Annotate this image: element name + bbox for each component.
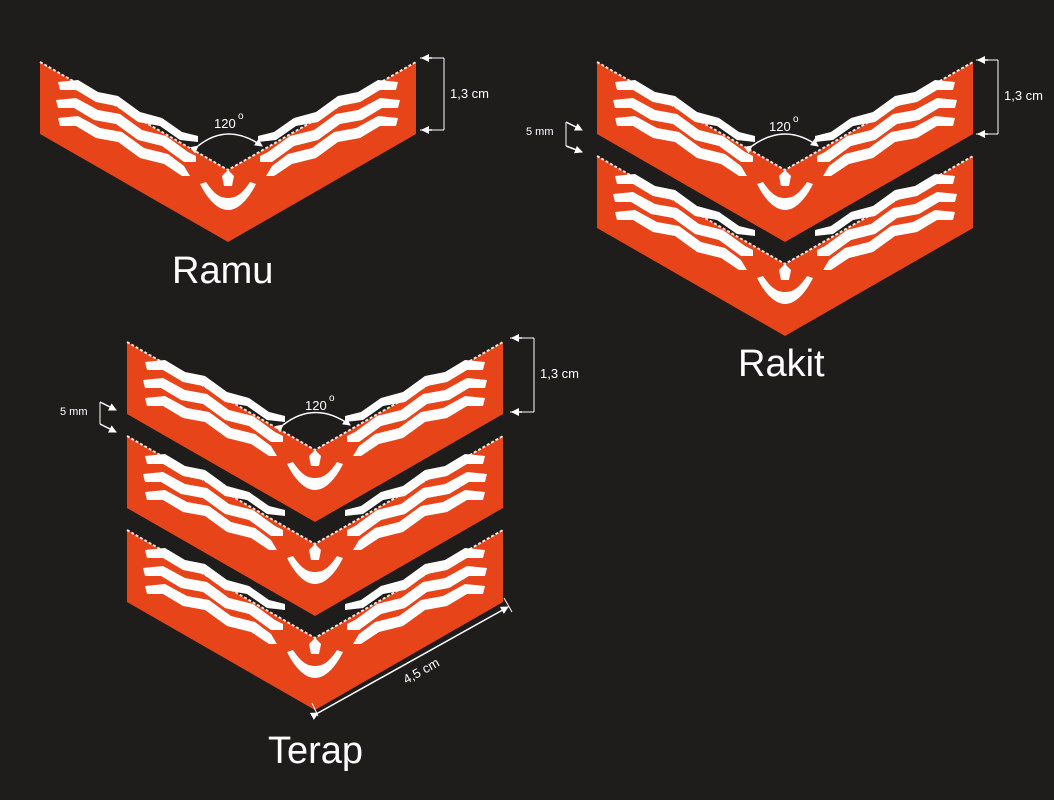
height-dimension: [420, 54, 445, 134]
badge-rakit: 120 o 1,3 cm 5 mm Rakit: [526, 56, 1043, 385]
height-label: 1,3 cm: [450, 86, 489, 101]
height-label: 1,3 cm: [1004, 88, 1043, 103]
gap-label: 5 mm: [60, 406, 88, 418]
length-dimension: [309, 597, 513, 720]
gap-label: 5 mm: [526, 126, 554, 138]
degree-symbol: o: [329, 393, 335, 404]
degree-symbol: o: [793, 114, 799, 125]
badge-name: Rakit: [738, 343, 825, 385]
angle-label: 120: [769, 119, 791, 134]
angle-label: 120: [305, 398, 327, 413]
gap-dimension: [565, 121, 583, 154]
badge-ramu: 120 o 1,3 cm Ramu: [39, 54, 489, 292]
angle-arc-icon: [275, 411, 351, 433]
degree-symbol: o: [238, 111, 244, 122]
chevron-stripe: [39, 61, 417, 243]
angle-arc-icon: [743, 133, 819, 154]
badge-terap: 120 o 1,3 cm 5 mm 4,5 cm Terap: [60, 334, 579, 772]
length-label: 4,5 cm: [400, 655, 441, 687]
height-label: 1,3 cm: [540, 366, 579, 381]
gap-dimension: [99, 401, 117, 433]
angle-arc-icon: [190, 133, 263, 154]
badge-name: Terap: [268, 730, 363, 772]
angle-label: 120: [214, 116, 236, 131]
height-dimension: [976, 56, 999, 138]
height-dimension: [510, 334, 535, 416]
badge-name: Ramu: [172, 250, 273, 292]
